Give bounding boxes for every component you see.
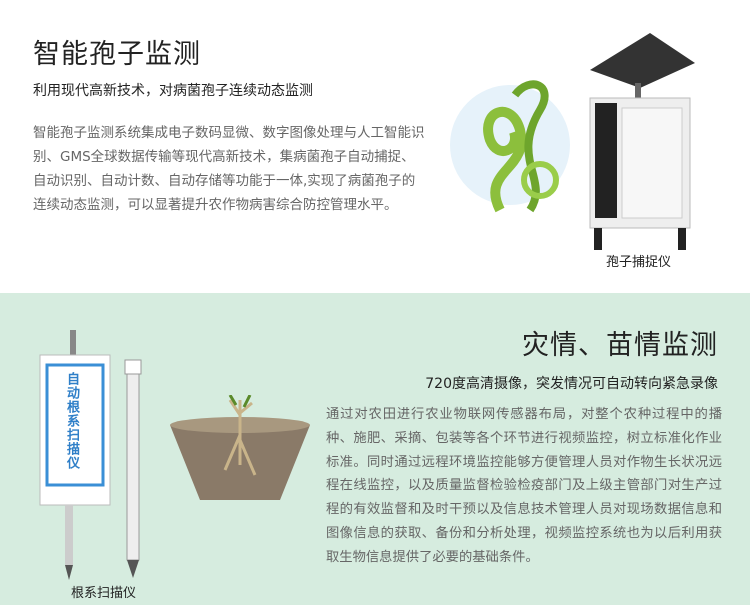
spore-illustration [450,80,570,213]
spore-device-caption: 孢子捕捉仪 [606,255,672,270]
root-soil-illustration [170,395,310,500]
root-scanner-device [39,330,142,580]
root-scanner-panel-label: 自动根系扫描仪 [64,372,79,470]
root-scanner-caption: 根系扫描仪 [71,586,137,601]
disaster-subtitle: 720度高清摄像，突发情况可自动转向紧急录像 [425,376,718,392]
spore-trap-device [589,33,695,250]
disaster-description: 通过对农田进行农业物联网传感器布局，对整个农种过程中的播种、施肥、采摘、包装等各… [326,407,722,565]
spore-subtitle: 利用现代高新技术，对病菌孢子连续动态监测 [33,83,313,99]
spore-description: 智能孢子监测系统集成电子数码显微、数字图像处理与人工智能识别、GMS全球数据传输… [33,125,425,213]
disaster-title: 灾情、苗情监测 [522,330,718,361]
spore-title: 智能孢子监测 [33,39,201,70]
disaster-section [0,293,750,605]
